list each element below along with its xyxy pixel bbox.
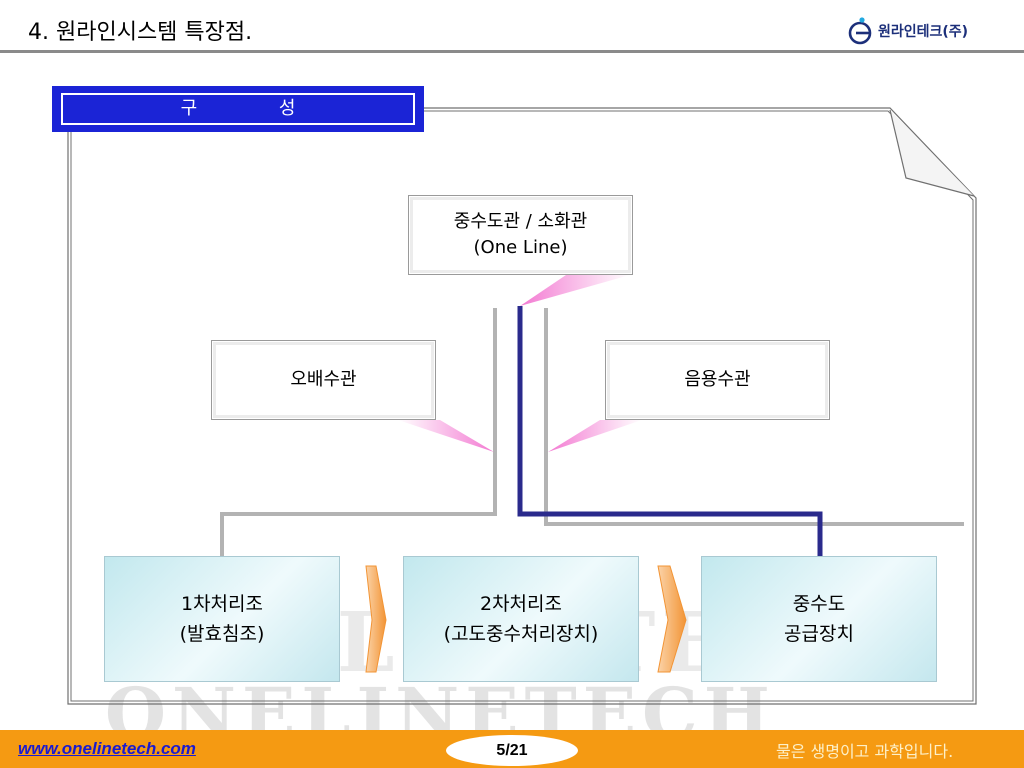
process-2-line1: 2차처리조 [479,593,562,615]
drain-pipe [220,308,497,556]
page-number: 5/21 [496,741,528,759]
paper-sheet [67,107,977,705]
greywater-pipe [517,306,823,556]
flow-arrow-1 [365,565,387,673]
process-secondary-tank: 2차처리조 (고도중수처리장치) [403,556,639,682]
process-1-line2: (발효침조) [179,623,265,645]
section-banner: 구 성 [52,86,424,132]
gray-pipes [220,308,964,556]
logo-mark-icon [848,17,872,45]
folded-corner [889,109,975,197]
potable-pipe [544,308,964,526]
node-greywater-line1: 중수도관 / 소화관 [453,211,588,232]
right-node-pointer [548,420,642,452]
node-potable-label: 음용수관 [684,369,751,390]
node-drain-label: 오배수관 [290,369,357,390]
node-drain-pipe: 오배수관 [211,340,436,420]
process-3-line2: 공급장치 [784,623,854,645]
page-title: 4. 원라인시스템 특장점. [28,20,253,45]
website-link[interactable]: www.onelinetech.com [18,739,196,758]
company-logo: 원라인테크(주) [848,14,968,48]
diagram-canvas [67,107,977,705]
node-greywater-line2: (One Line) [473,237,568,258]
left-node-pointer [398,420,494,452]
node-potable-pipe: 음용수관 [605,340,830,420]
process-1-line1: 1차처리조 [180,593,263,615]
header-divider [0,50,1024,53]
footer-slogan: 물은 생명이고 과학입니다. [776,742,954,761]
node-greywater-firepipe: 중수도관 / 소화관 (One Line) [408,195,633,275]
process-supply-unit: 중수도 공급장치 [701,556,937,682]
process-primary-tank: 1차처리조 (발효침조) [104,556,340,682]
process-2-line2: (고도중수처리장치) [443,623,599,645]
logo-text: 원라인테크(주) [878,24,969,40]
section-banner-label: 구 성 [61,93,415,125]
process-3-line1: 중수도 [792,593,846,615]
top-node-pointer [520,275,630,306]
flow-arrow-2 [657,565,687,673]
page-indicator: 5/21 [446,735,578,766]
